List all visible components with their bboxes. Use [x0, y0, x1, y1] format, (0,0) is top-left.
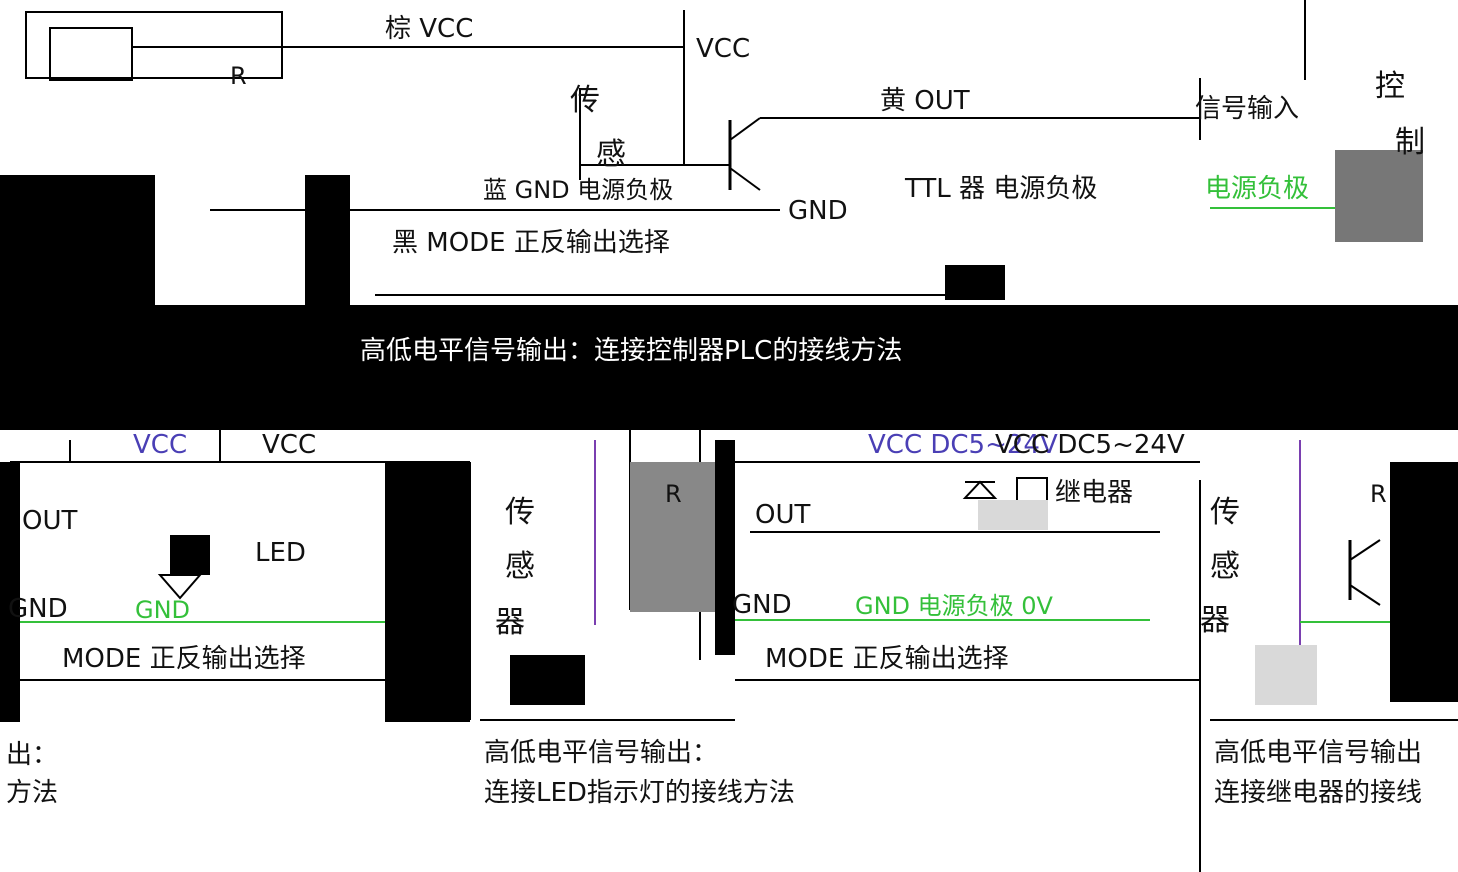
relay-label: 继电器	[1055, 478, 1134, 508]
top-gnd-right-label: GND	[788, 196, 848, 226]
right-caption-1: 高低电平信号输出	[1214, 738, 1423, 768]
control-char-2: 制	[1395, 125, 1425, 160]
mid-low-block	[510, 655, 585, 705]
top-vcc-label: VCC	[696, 34, 751, 64]
top-out-label: 黄 OUT	[880, 86, 970, 116]
relay-grey	[978, 500, 1048, 530]
ttl-label: TTL 器 电源负极	[905, 174, 1098, 204]
relay-mode: MODE 正反输出选择	[765, 644, 1009, 674]
led-diode	[157, 574, 203, 600]
top-gnd-label: 蓝 GND 电源负极	[483, 176, 674, 204]
right-r-label: R	[1370, 480, 1387, 508]
control-char-1: 控	[1375, 69, 1405, 104]
top-mode-label: 黑 MODE 正反输出选择	[392, 228, 670, 258]
top-sensor-char-1: 传	[570, 83, 600, 118]
bl-mode: MODE 正反输出选择	[62, 644, 306, 674]
top-mid-block	[305, 175, 350, 310]
top-circuit	[25, 0, 1370, 296]
mid-caption-1: 高低电平信号输出：	[484, 738, 719, 768]
mid-grey-block	[630, 462, 720, 612]
mid-sensor-char-1: 传	[505, 495, 535, 530]
bl-right-block	[385, 462, 470, 722]
relay-circuit	[720, 461, 1201, 872]
relay-diode	[962, 480, 998, 499]
mid-caption-2: 连接LED指示灯的接线方法	[484, 778, 795, 808]
top-vcc-brown-label: 棕 VCC	[385, 14, 474, 44]
right-grey-block	[1255, 645, 1317, 705]
bl-vcc: VCC	[262, 430, 317, 460]
relay-gnd-green: GND 电源负极 0V	[855, 592, 1053, 620]
relay-left-block	[715, 440, 735, 655]
power-neg-green-label: 电源负极	[1205, 174, 1310, 204]
bl-gnd-green: GND	[135, 596, 191, 624]
mode-block	[945, 265, 1005, 300]
transistor-emitter	[729, 167, 761, 191]
bl-led: LED	[255, 538, 306, 568]
signal-input-label: 信号输入	[1195, 94, 1300, 124]
mid-r-label: R	[665, 480, 682, 508]
top-sensor-inner	[49, 27, 133, 81]
mid-sensor-char-2: 感	[505, 549, 535, 584]
bl-out: OUT	[22, 506, 78, 536]
top-sensor-outline	[25, 11, 283, 79]
top-band	[0, 305, 1458, 430]
right-edge-block	[1390, 462, 1458, 702]
relay-gnd: GND	[732, 590, 792, 620]
relay-vcc-blue: VCC DC5~24V	[868, 430, 1058, 460]
bl-vcc-blue: VCC	[133, 430, 188, 460]
top-r-label: R	[230, 62, 247, 90]
right-sensor-char-1: 传	[1210, 495, 1240, 530]
bl-gnd: GND	[8, 594, 68, 624]
top-caption: 高低电平信号输出：连接控制器PLC的接线方法	[360, 336, 903, 366]
top-right-grey	[1335, 150, 1423, 242]
bl-caption-2: 方法	[6, 778, 59, 808]
top-sensor-char-2: 感	[596, 137, 626, 172]
top-sensor-char-3: 器	[172, 189, 202, 224]
relay-out: OUT	[755, 500, 811, 530]
bl-left-block	[0, 462, 20, 722]
transistor-collector	[729, 117, 761, 141]
right-sensor-char-2: 感	[1210, 549, 1240, 584]
relay-vcc: VCC DC5~24V	[995, 430, 1185, 460]
led-block	[170, 535, 210, 575]
bl-caption-1: 出：	[6, 740, 59, 770]
right-caption-2: 连接继电器的接线	[1214, 778, 1423, 808]
mid-sensor-char-3: 器	[495, 605, 525, 640]
right-sensor-char-3: 器	[1200, 603, 1230, 638]
